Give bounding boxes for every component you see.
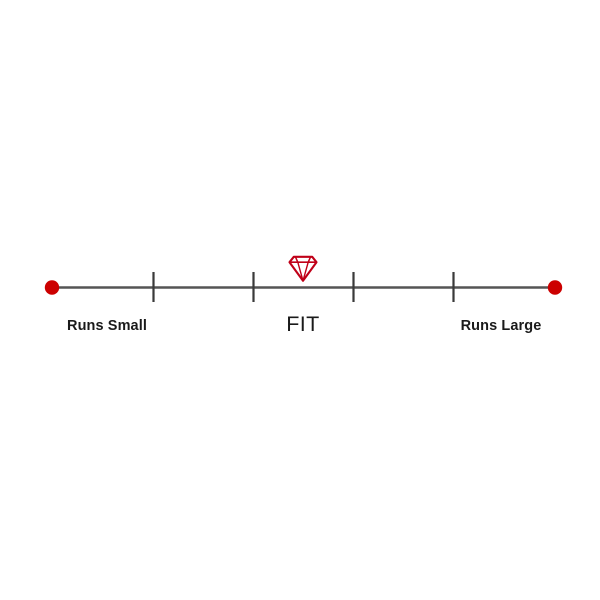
scale-endpoint-dot-left (44, 280, 60, 295)
gem-pavilion-facets (297, 262, 309, 281)
scale-label-runs-small: Runs Small (67, 318, 147, 334)
scale-label-fit: FIT (286, 312, 320, 336)
gem-icon[interactable] (288, 255, 318, 282)
scale-label-runs-large: Runs Large (460, 318, 542, 334)
scale-tick-group (152, 272, 455, 302)
gem-crown-facets (294, 256, 312, 263)
gem-outline (288, 255, 318, 282)
scale-endpoint-dot-right (547, 280, 563, 295)
